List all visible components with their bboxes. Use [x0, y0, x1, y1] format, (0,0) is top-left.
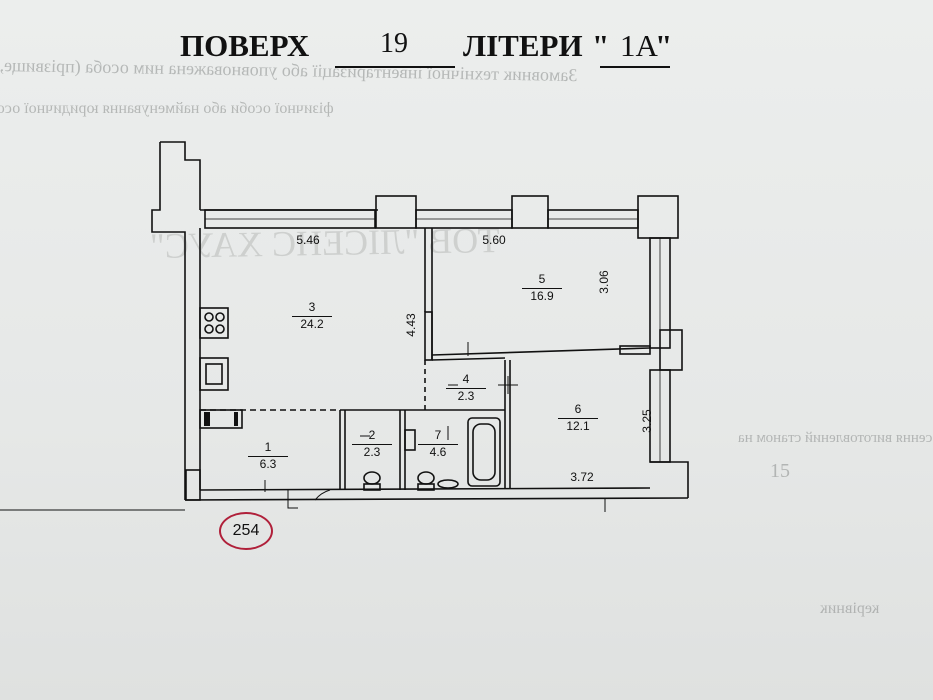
building-letter: 1А [620, 28, 658, 63]
room-3-area: 24.2 [292, 316, 332, 331]
floor-underline [335, 66, 455, 68]
quote-close: " [655, 28, 673, 63]
dimension-3-06: 3.06 [597, 270, 611, 294]
room-2-number: 2 [368, 428, 376, 442]
room-5-number: 5 [538, 272, 546, 286]
apartment-number-badge: 254 [219, 512, 273, 550]
room-3-number: 3 [308, 300, 316, 314]
bleed-side-text2: 15 [770, 460, 790, 482]
dimension-5-60: 5.60 [482, 233, 506, 247]
quote-open: " [592, 28, 610, 63]
dimension-3-72: 3.72 [570, 470, 594, 484]
room-1-number: 1 [264, 440, 272, 454]
dimension-5-46: 5.46 [296, 233, 320, 247]
floor-header: ПОВЕРХ 19 ЛІТЕРИ " 1А " [180, 28, 700, 72]
room-2-area: 2.3 [352, 444, 392, 459]
room-4-number: 4 [462, 372, 470, 386]
dimension-3-25: 3.25 [640, 409, 654, 433]
letter-label: ЛІТЕРИ [463, 28, 583, 63]
room-7-number: 7 [434, 428, 442, 442]
floor-number: 19 [380, 28, 408, 59]
room-5-area: 16.9 [522, 288, 562, 303]
room-6-area: 12.1 [558, 418, 598, 433]
room-6-number: 6 [574, 402, 582, 416]
room-1-area: 6.3 [248, 456, 288, 471]
room-7-area: 4.6 [418, 444, 458, 459]
dimension-4-43: 4.43 [404, 313, 418, 337]
floor-label: ПОВЕРХ [180, 28, 310, 63]
letter-underline [600, 66, 670, 68]
room-4-area: 2.3 [446, 388, 486, 403]
